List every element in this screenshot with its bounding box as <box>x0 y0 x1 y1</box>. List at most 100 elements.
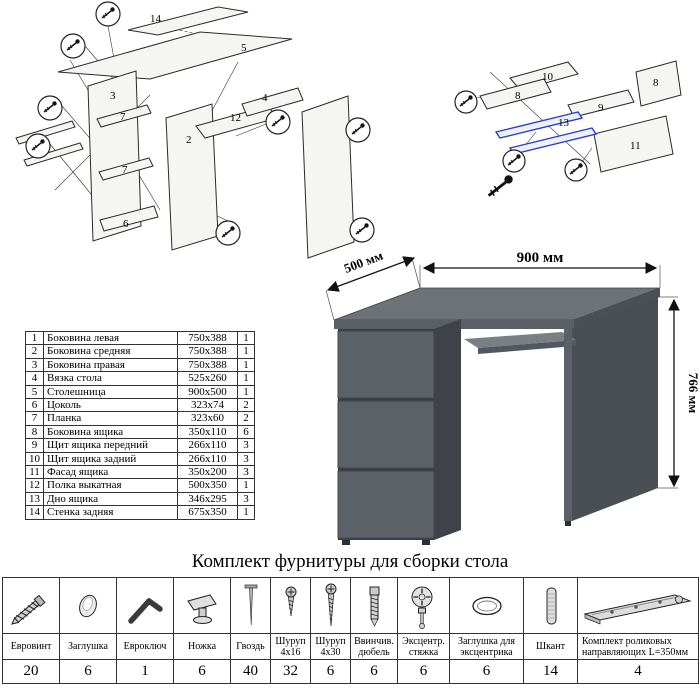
leg-foot-icon <box>173 577 231 634</box>
hardware-item-qty: 1 <box>116 659 174 684</box>
drawer-side-panel-8a <box>479 78 552 110</box>
part-qty: 3 <box>237 491 255 507</box>
part-qty: 1 <box>237 330 255 346</box>
cam-cap-icon <box>449 577 524 634</box>
part-name: Боковина правая <box>43 357 178 373</box>
hardware-item-name: Евровинт <box>2 633 60 660</box>
part-label-5: 5 <box>241 42 247 54</box>
part-size: 900х500 <box>177 384 238 400</box>
hardware-item-name: Заглушка <box>59 633 117 660</box>
tie-panel-4 <box>241 87 304 117</box>
dimension-width-label: 900 мм <box>517 250 564 266</box>
right-side-panel <box>301 95 355 259</box>
part-number: 10 <box>25 451 44 467</box>
part-label-13: 13 <box>558 117 570 129</box>
hardware-names-row: Евровинт Заглушка Евроключ Ножка Гвоздь … <box>2 633 699 660</box>
part-label-9: 9 <box>598 102 604 114</box>
part-qty: 6 <box>237 424 255 440</box>
part-number: 14 <box>25 505 44 520</box>
part-size: 750х388 <box>177 330 238 346</box>
part-name: Щит ящика задний <box>43 451 178 467</box>
part-number: 2 <box>25 344 44 359</box>
hardware-item-qty: 6 <box>310 659 351 684</box>
part-qty: 1 <box>237 357 255 373</box>
cam-lock-icon <box>397 577 450 634</box>
part-qty: 1 <box>237 478 255 493</box>
part-name: Цоколь <box>43 398 178 413</box>
hex-key-icon <box>116 577 174 634</box>
part-size: 675х350 <box>177 505 238 520</box>
hardware-item-name: Гвоздь <box>230 633 271 660</box>
part-label-4: 4 <box>262 92 268 104</box>
part-qty: 1 <box>237 384 255 400</box>
desktop-right-edge <box>574 288 660 329</box>
hardware-qtys-row: 20 6 1 6 40 32 6 6 6 6 14 4 <box>2 659 699 684</box>
right-panel-inner-face <box>572 297 658 521</box>
right-panel-front-edge <box>564 329 572 521</box>
hardware-item-qty: 40 <box>230 659 271 684</box>
desk-exploded-diagram: 14 5 3 7 7 6 2 12 4 <box>15 1 375 259</box>
part-qty: 1 <box>237 344 255 359</box>
part-name: Полка выкатная <box>43 478 178 493</box>
hardware-item-qty: 6 <box>350 659 398 684</box>
part-label-10: 10 <box>542 71 554 83</box>
desk-foot <box>565 521 571 526</box>
part-name: Боковина левая <box>43 330 178 346</box>
plug-cap-icon <box>59 577 117 634</box>
hardware-item-qty: 14 <box>523 659 578 684</box>
part-size: 266х110 <box>177 451 238 467</box>
hardware-item-qty: 32 <box>270 659 311 684</box>
dimension-annotations <box>325 256 680 489</box>
dimension-depth-arrow <box>326 256 416 292</box>
part-number: 3 <box>25 357 44 373</box>
dowel-pin-icon <box>523 577 578 634</box>
part-label-7a: 7 <box>120 111 126 123</box>
desk-foot <box>342 540 350 545</box>
part-size: 323х74 <box>177 398 238 413</box>
part-label-3: 3 <box>110 90 116 102</box>
drawer-bottom-13-rails <box>494 111 598 155</box>
part-qty: 1 <box>237 505 255 520</box>
hardware-item-name: Евроключ <box>116 633 174 660</box>
part-label-12: 12 <box>230 112 241 124</box>
hardware-item-name: Ножка <box>173 633 231 660</box>
drawer-exploded-diagram: 10 8 8 9 13 11 <box>454 60 682 198</box>
part-number: 7 <box>25 411 44 426</box>
hardware-item-name: Ввинчив.дюбель <box>350 633 398 660</box>
screw-in-dowel-icon <box>350 577 398 634</box>
hardware-item-qty: 6 <box>449 659 524 684</box>
part-number: 11 <box>25 465 44 480</box>
part-qty: 2 <box>237 411 255 426</box>
desk-3d-render: 900 мм 500 мм 766 мм <box>325 248 700 545</box>
drawer-front-top <box>337 330 435 399</box>
part-name: Дно ящика <box>43 491 178 507</box>
fastener-callouts <box>25 1 375 246</box>
part-number: 12 <box>25 478 44 493</box>
part-size: 323х60 <box>177 411 238 426</box>
desk-body <box>333 287 661 545</box>
plank-7b <box>98 157 154 181</box>
hardware-item-name: Эксцентр.стяжка <box>397 633 450 660</box>
part-size: 266х110 <box>177 438 238 453</box>
part-label-8a: 8 <box>515 90 521 102</box>
hardware-item-name: Шкант <box>523 633 578 660</box>
hardware-item-qty: 4 <box>577 659 699 684</box>
part-name: Стенка задняя <box>43 505 178 520</box>
hardware-table: Евровинт Заглушка Евроключ Ножка Гвоздь … <box>2 577 699 684</box>
drawer-front-bottom <box>337 470 435 539</box>
part-label-7b: 7 <box>122 164 128 176</box>
